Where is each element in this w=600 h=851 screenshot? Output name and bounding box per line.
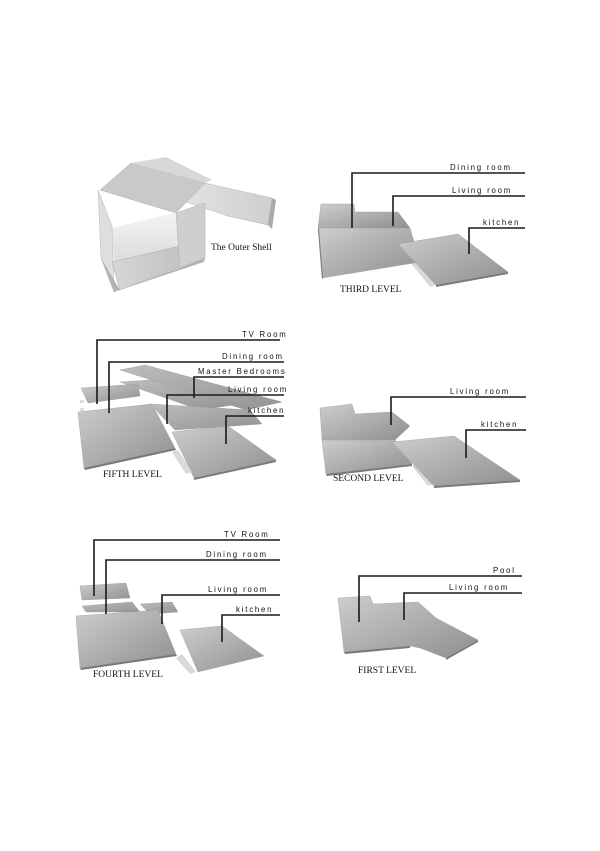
fifth-level-model	[77, 364, 283, 480]
fourth-label-dining-room: Dining room	[206, 550, 268, 559]
third-label-dining-room: Dining room	[450, 163, 512, 172]
first-level-model	[337, 595, 479, 660]
fifth-label-dining-room: Dining room	[222, 352, 284, 361]
third-label-kitchen: kitchen	[483, 218, 520, 227]
outer-shell-model	[97, 157, 276, 293]
outer-shell-caption: The Outer Shell	[211, 243, 272, 253]
first-label-pool: Pool	[493, 566, 516, 575]
fifth-label-tv-room: TV Room	[242, 330, 288, 339]
fifth-label-living-room: Living room	[228, 385, 288, 394]
first-level-caption: FIRST LEVEL	[358, 666, 416, 676]
second-label-living-room: Living room	[450, 387, 510, 396]
fourth-label-living-room: Living room	[208, 585, 268, 594]
fifth-label-master-bedrooms: Master Bedrooms	[198, 367, 287, 376]
fourth-label-kitchen: kitchen	[236, 605, 273, 614]
fourth-level-model	[75, 582, 265, 674]
second-level-caption: SECOND LEVEL	[333, 474, 404, 484]
fifth-level-caption: FIFTH LEVEL	[103, 470, 162, 480]
third-level-model	[317, 203, 509, 287]
fourth-label-tv-room: TV Room	[224, 530, 270, 539]
fourth-level-caption: FOURTH LEVEL	[93, 670, 163, 680]
third-label-living-room: Living room	[452, 186, 512, 195]
second-level-model	[319, 403, 521, 488]
third-level-caption: THIRD LEVEL	[340, 285, 402, 295]
first-label-living-room: Living room	[449, 583, 509, 592]
second-label-kitchen: kitchen	[481, 420, 518, 429]
fifth-label-kitchen: kitchen	[248, 406, 285, 415]
